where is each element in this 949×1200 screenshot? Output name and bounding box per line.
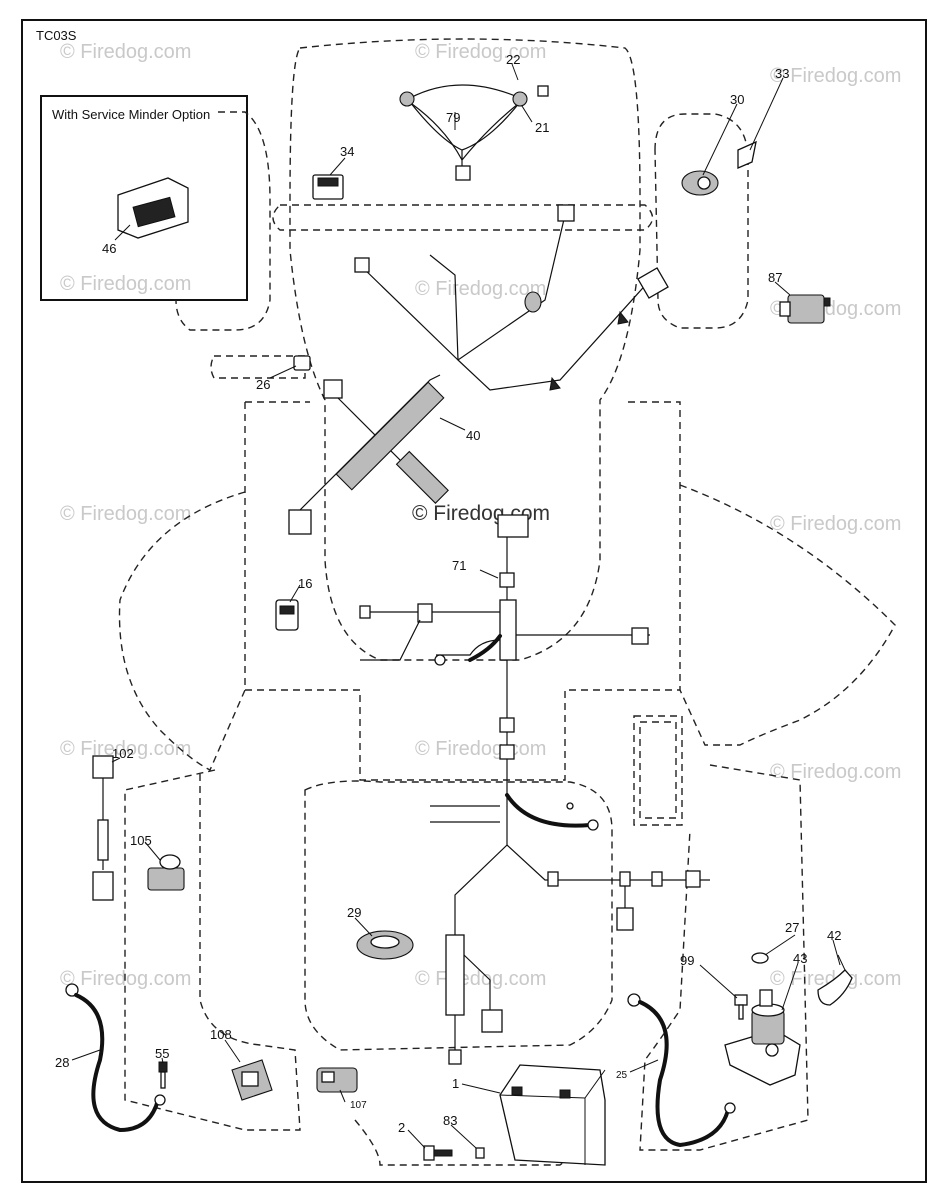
component-102	[92, 755, 114, 901]
main-harness	[288, 204, 669, 535]
ignition-switch	[681, 140, 757, 196]
headlight-harness	[399, 84, 549, 181]
watermark: © Firedog.com	[60, 41, 191, 63]
part-label: 30	[730, 92, 744, 107]
service-minder-module	[117, 177, 189, 239]
part-label: 22	[506, 52, 520, 67]
diagram-code: TC03S	[36, 28, 77, 43]
part-label: 25	[616, 1070, 628, 1081]
part-label: 40	[466, 428, 480, 443]
part-label: 42	[827, 928, 841, 943]
watermark: © Firedog.com	[415, 278, 546, 300]
watermark: © Firedog.com	[60, 503, 191, 525]
interlock-switch-87	[779, 294, 831, 324]
battery-bolt	[423, 1145, 485, 1161]
bolt-99	[734, 994, 748, 1020]
part-label: 29	[347, 905, 361, 920]
component-105	[147, 854, 185, 891]
part-label: 55	[155, 1046, 169, 1061]
watermark: © Firedog.com	[60, 968, 191, 990]
diagram-border	[21, 19, 927, 1183]
watermark: © Firedog.com	[770, 761, 901, 783]
part-label: 16	[298, 576, 312, 591]
switch-34	[312, 174, 344, 200]
part-label: 1	[452, 1076, 459, 1091]
boot-42	[817, 954, 853, 1006]
watermarks: © Firedog.com © Firedog.com © Firedog.co…	[60, 41, 901, 990]
part-label: 108	[210, 1027, 232, 1042]
part-label: 71	[452, 558, 466, 573]
service-minder-inset	[40, 95, 248, 301]
part-label: 33	[775, 66, 789, 81]
bolt-55	[158, 1061, 168, 1089]
part-label: 34	[340, 144, 354, 159]
part-label: 28	[55, 1055, 69, 1070]
lower-harness	[430, 790, 710, 1065]
part-label: 2	[398, 1120, 405, 1135]
part-labels: 1 2 16 21 22 25 26 27 28 29 30 33 34 40 …	[55, 52, 841, 1135]
watermark: © Firedog.com	[60, 738, 191, 760]
part-label: 46	[102, 241, 116, 256]
part-label: 87	[768, 270, 782, 285]
watermark: © Firedog.com	[415, 738, 546, 760]
battery-cable-25	[627, 993, 736, 1148]
part-label: 43	[793, 951, 807, 966]
battery-cable-28	[65, 983, 166, 1133]
starter-solenoid	[724, 989, 801, 1086]
tractor-outline	[118, 38, 896, 1166]
leader-lines	[71, 63, 841, 1149]
component-29	[356, 930, 414, 960]
fuse-26	[293, 355, 311, 371]
component-108	[231, 1059, 273, 1101]
part-label: 105	[130, 833, 152, 848]
watermark: © Firedog.com	[770, 65, 901, 87]
part-label: 79	[446, 110, 460, 125]
part-label: 107	[350, 1100, 367, 1111]
component-107	[316, 1067, 358, 1093]
watermark: © Firedog.com	[770, 513, 901, 535]
watermark: © Firedog.com	[60, 273, 191, 295]
inset-title: With Service Minder Option	[52, 107, 210, 122]
watermark: © Firedog.com	[415, 41, 546, 63]
part-label: 83	[443, 1113, 457, 1128]
part-label: 21	[535, 120, 549, 135]
nut-27	[751, 952, 769, 964]
part-label: 26	[256, 377, 270, 392]
watermark: © Firedog.com	[412, 502, 550, 525]
rear-harness	[359, 514, 650, 790]
relay-16	[275, 599, 299, 631]
part-label: 102	[112, 746, 134, 761]
part-label: 99	[680, 953, 694, 968]
part-label: 27	[785, 920, 799, 935]
battery	[499, 1064, 606, 1166]
